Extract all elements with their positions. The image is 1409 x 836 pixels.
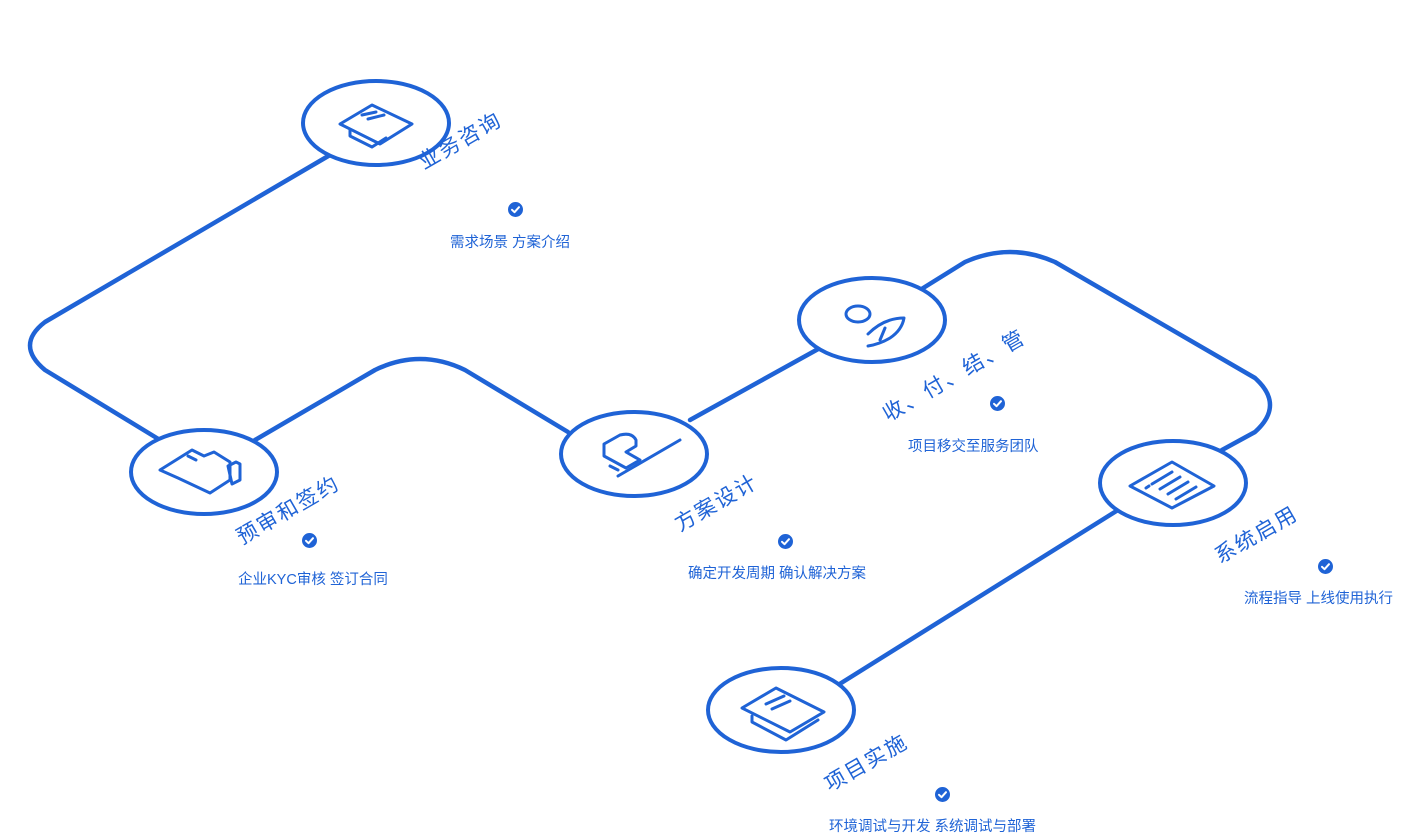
path-settle-to-launch — [917, 249, 1273, 453]
check-icon — [778, 534, 793, 549]
document-icon — [338, 103, 414, 149]
check-icon — [508, 202, 523, 217]
check-icon — [990, 396, 1005, 411]
path-launch-to-impl — [835, 507, 1121, 688]
list-doc-icon — [1128, 460, 1216, 510]
node-launch — [1098, 439, 1248, 527]
step-desc-settle: 项目移交至服务团队 — [908, 439, 1039, 455]
step-desc-impl: 环境调试与开发 系统调试与部署 — [829, 819, 1037, 835]
people-leaf-icon — [844, 304, 906, 348]
node-settle — [797, 276, 947, 364]
stamp-icon — [602, 432, 682, 478]
check-icon — [1318, 559, 1333, 574]
node-design — [559, 410, 709, 498]
step-desc-launch: 流程指导 上线使用执行 — [1244, 591, 1394, 607]
path-design-to-settle — [687, 345, 823, 423]
step-desc-design: 确定开发周期 确认解决方案 — [688, 566, 867, 582]
check-icon — [302, 533, 317, 548]
stack-doc-icon — [740, 686, 826, 742]
step-desc-consult: 需求场景 方案介绍 — [450, 235, 571, 251]
path-consult-to-review — [27, 152, 333, 443]
node-consult — [301, 79, 451, 167]
folder-clip-icon — [158, 448, 242, 495]
step-desc-review: 企业KYC审核 签订合同 — [238, 572, 388, 588]
check-icon — [935, 787, 950, 802]
node-impl — [706, 666, 856, 754]
path-review-to-design — [252, 356, 571, 443]
node-review — [129, 428, 279, 516]
